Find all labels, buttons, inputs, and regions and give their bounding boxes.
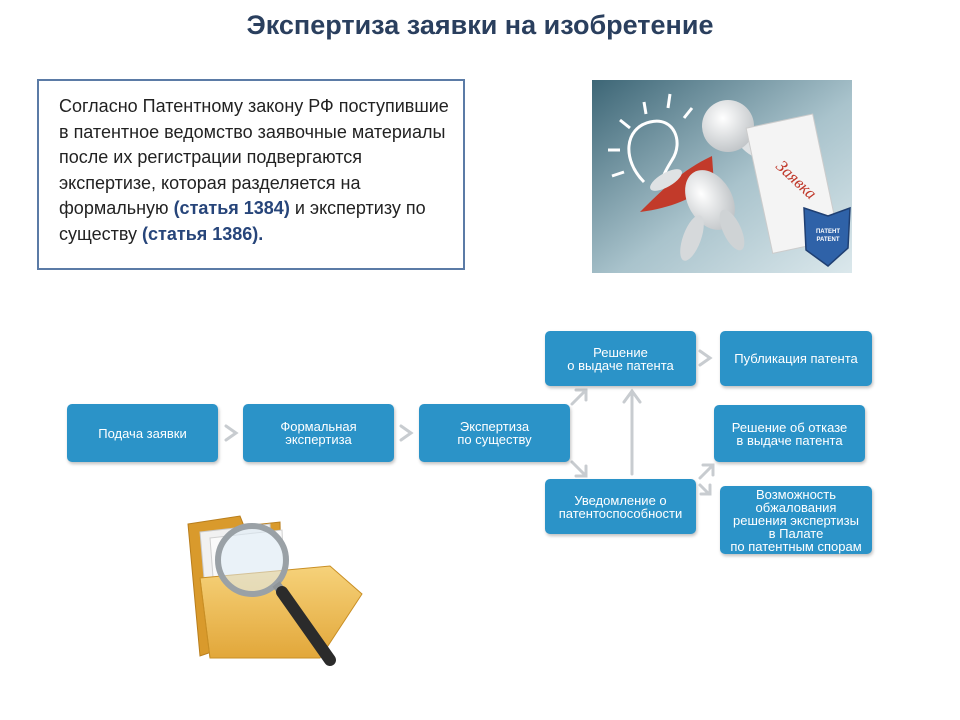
arrow-grant-publication bbox=[700, 351, 710, 365]
arrow-substantive-notice bbox=[572, 462, 585, 475]
flow-submit-application: Подача заявки bbox=[67, 404, 218, 462]
arrow-substantive-grant bbox=[572, 391, 585, 404]
folder-magnifier-illustration bbox=[170, 508, 370, 678]
arrow-submit-formal bbox=[226, 426, 236, 440]
arrow-notice-refusal bbox=[700, 466, 712, 478]
flow-patent-publication: Публикация патента bbox=[720, 331, 872, 386]
arrow-formal-substantive bbox=[401, 426, 411, 440]
